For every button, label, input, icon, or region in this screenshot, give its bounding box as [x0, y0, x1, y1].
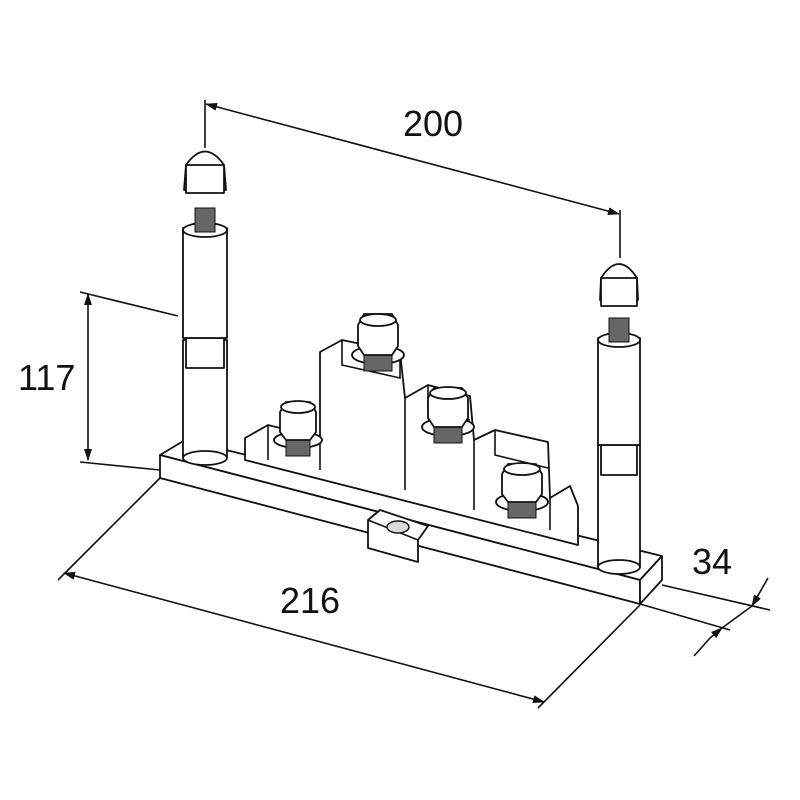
- dimension-34: 34: [639, 541, 771, 657]
- clip-block: [367, 509, 429, 563]
- dimension-216: 216: [57, 477, 641, 709]
- dimension-label-200: 200: [403, 103, 463, 144]
- dimension-label-117: 117: [18, 357, 75, 398]
- bolt: [421, 386, 475, 444]
- dimension-117: 117: [18, 291, 179, 471]
- dimension-200: 200: [204, 100, 621, 258]
- dimension-label-216: 216: [280, 580, 340, 621]
- right-post: [597, 263, 641, 575]
- bolt: [495, 462, 549, 519]
- bolt: [273, 400, 323, 457]
- left-post: [182, 150, 228, 466]
- bolt: [351, 313, 405, 372]
- dimension-label-34: 34: [692, 541, 732, 582]
